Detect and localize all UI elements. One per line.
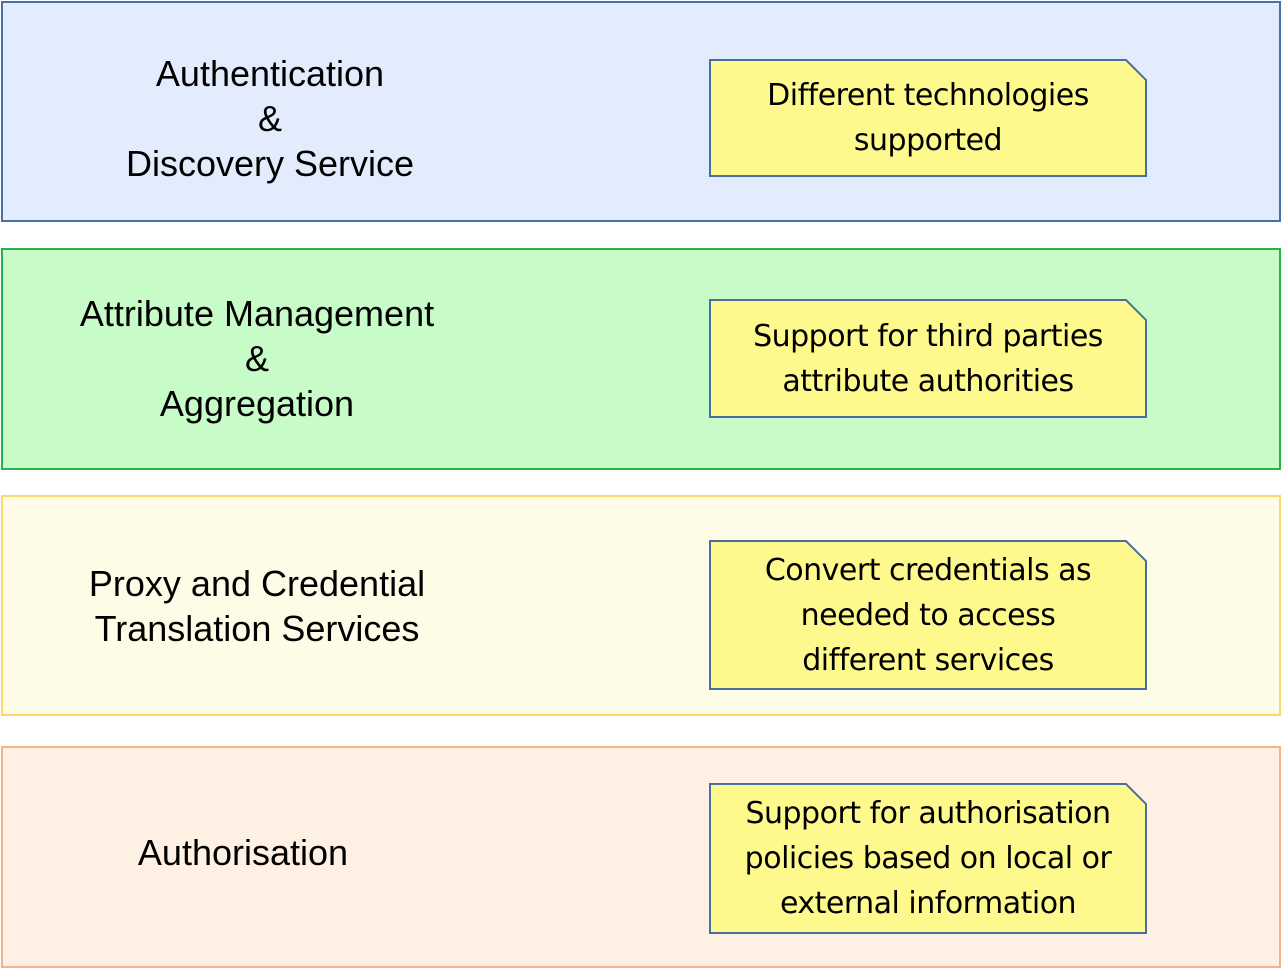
note-line: supported [853,123,1003,158]
note-line: external information [779,886,1077,921]
title-line: Proxy and Credential [88,563,426,604]
note-line: Support for third parties [753,318,1103,354]
note-authorisation: Support for authorisation policies based… [709,783,1147,934]
title-line: & [244,338,269,379]
title-line: & [257,98,282,139]
title-line: Authentication [155,53,385,94]
layer-title-authentication-discovery: Authentication & Discovery Service [60,51,480,186]
title-line: Translation Services [94,608,420,649]
note-line: Different technologies [767,78,1089,113]
title-line: Authorisation [137,832,349,873]
note-line: Support for authorisation [745,796,1111,831]
title-line: Attribute Management [79,293,435,334]
layer-title-attribute-management: Attribute Management & Aggregation [47,291,467,426]
note-line: different services [802,642,1054,678]
title-line: Aggregation [159,383,355,424]
note-line: attribute authorities [782,363,1074,399]
title-line: Discovery Service [125,143,415,184]
note-line: policies based on local or [744,841,1112,876]
note-line: needed to access [800,597,1056,633]
note-shape-icon [709,299,1147,418]
note-shape-icon [709,783,1147,934]
note-line: Convert credentials as [764,552,1092,588]
layer-title-authorisation: Authorisation [33,830,453,875]
note-attribute-management: Support for third parties attribute auth… [709,299,1147,418]
layer-title-proxy-credential-translation: Proxy and Credential Translation Service… [47,561,467,651]
note-authentication-discovery: Different technologies supported [709,59,1147,177]
note-shape-icon [709,540,1147,690]
note-proxy-credential-translation: Convert credentials as needed to access … [709,540,1147,690]
note-shape-icon [709,59,1147,177]
